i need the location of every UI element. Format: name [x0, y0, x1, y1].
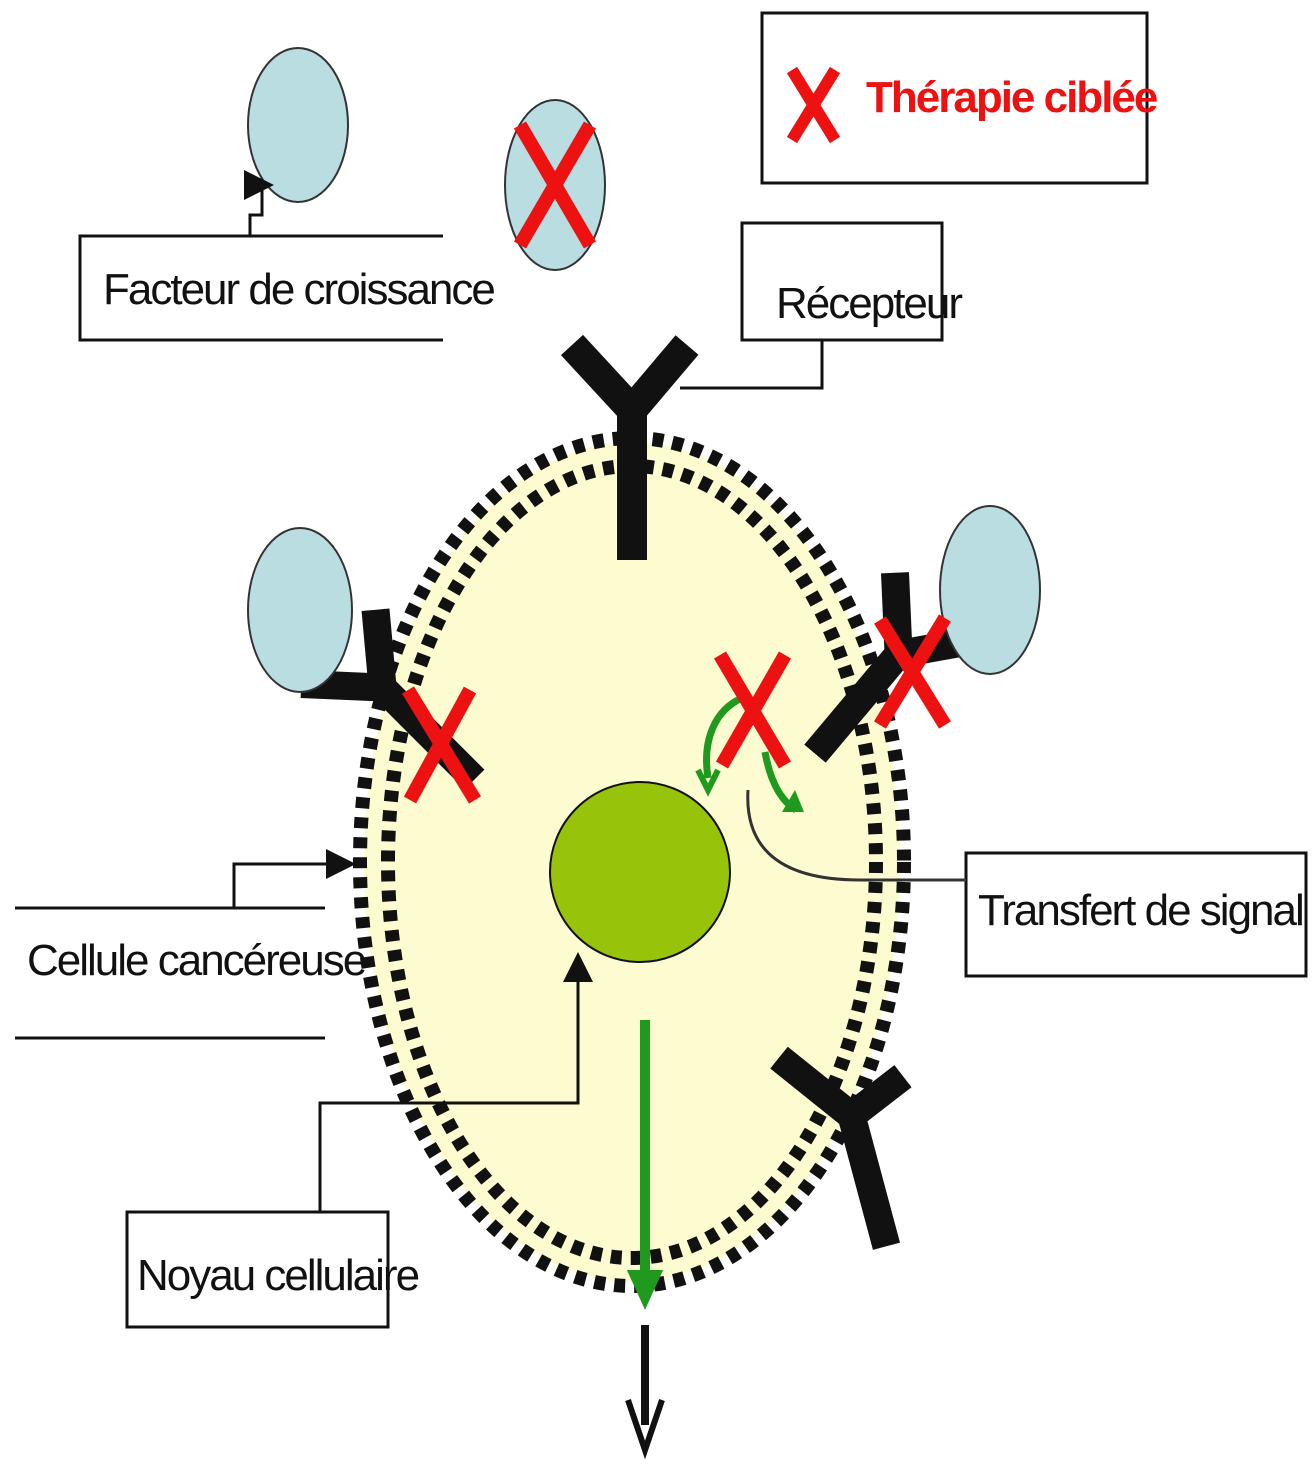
- cancer-cell-callout: Cellule cancéreuse: [15, 864, 366, 1038]
- signal-transfer-label: Transfert de signal: [978, 886, 1303, 935]
- growth-factor-left: [248, 528, 352, 692]
- growth-factor-right: [940, 506, 1040, 674]
- cell-nucleus: [550, 782, 730, 962]
- growth-factor-top: [248, 48, 348, 202]
- legend-label: Thérapie ciblée: [866, 73, 1157, 122]
- cancer-cell-label: Cellule cancéreuse: [27, 936, 366, 985]
- legend-box: Thérapie ciblée: [762, 13, 1157, 183]
- nucleus-label: Noyau cellulaire: [137, 1251, 419, 1300]
- growth-factor-label: Facteur de croissance: [103, 265, 494, 314]
- receptor-label: Récepteur: [776, 279, 962, 328]
- receptor-callout: Récepteur: [680, 223, 962, 388]
- growth-factor-callout: Facteur de croissance: [80, 185, 494, 340]
